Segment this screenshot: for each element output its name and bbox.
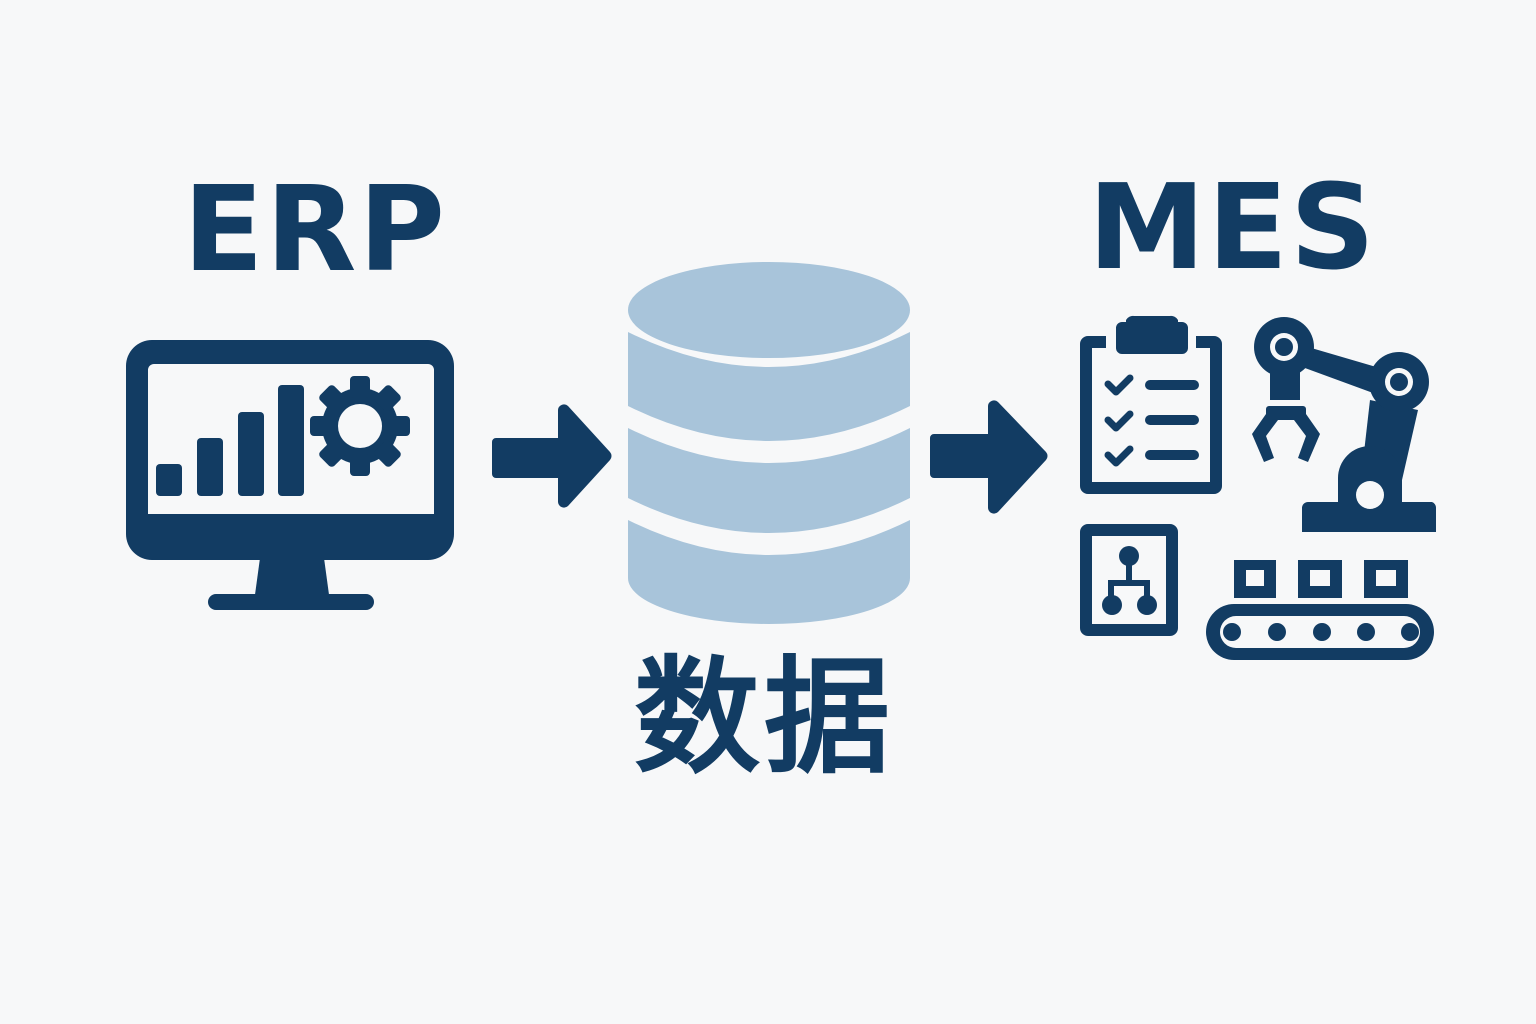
arrow-right-icon	[930, 400, 1048, 514]
chart-bar-1	[156, 464, 182, 496]
bar-chart-icon	[156, 385, 304, 496]
mes-title: MES	[1088, 158, 1378, 296]
mes-icons	[1080, 315, 1437, 660]
chart-bar-4	[278, 385, 304, 496]
arrow-right-icon	[492, 404, 612, 508]
monitor-icon	[126, 340, 454, 610]
chart-bar-2	[197, 438, 223, 496]
erp-title: ERP	[183, 160, 447, 298]
conveyor-belt-icon	[1206, 560, 1434, 660]
database-icon	[628, 262, 910, 624]
chart-bar-3	[238, 412, 264, 496]
clipboard-checklist-icon	[1080, 315, 1222, 494]
gear-icon	[310, 376, 410, 476]
data-title: 数据	[634, 644, 894, 791]
process-flow-icon	[1080, 524, 1178, 636]
